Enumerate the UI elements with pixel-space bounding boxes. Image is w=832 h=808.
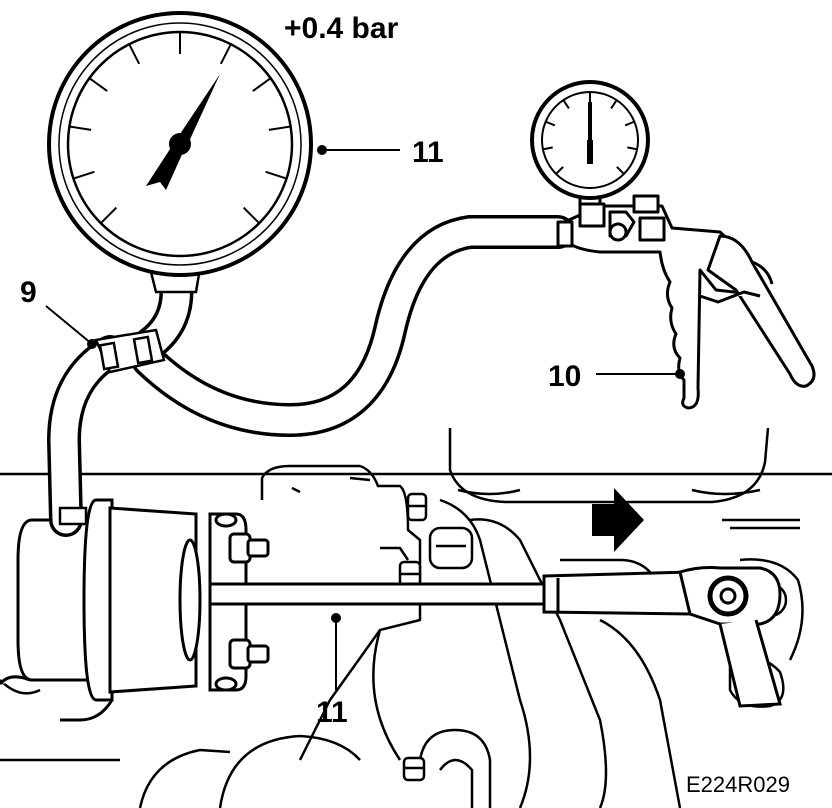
wastegate-actuator	[0, 498, 270, 722]
figure-code: E224R029	[686, 772, 790, 797]
t-connector	[58, 328, 166, 526]
direction-arrow	[592, 488, 644, 552]
callout-9-hose: 9	[20, 276, 37, 309]
gauge-tick	[542, 146, 553, 151]
gauge-needle	[176, 74, 220, 148]
gauge-tick	[268, 125, 291, 131]
gauge-tick	[555, 166, 564, 175]
gauge-tick	[128, 43, 141, 65]
gauge-tick	[545, 120, 556, 127]
engine-background	[0, 427, 832, 808]
callout-10-pump: 10	[548, 360, 581, 393]
gauge-tick	[562, 99, 570, 109]
gauge-tick	[219, 43, 232, 65]
callout-leaders	[45, 145, 685, 690]
callout-11-gauge: 11	[412, 136, 444, 169]
bolt-heads	[398, 492, 474, 782]
gauge-tick	[242, 206, 260, 224]
hose-to-pump	[131, 215, 575, 437]
small-gauge-ticks	[542, 92, 638, 175]
gauge-tick	[265, 170, 287, 180]
callout-11-rod: 11	[316, 696, 348, 729]
pressure-gauge	[47, 11, 313, 294]
gauge-tick	[616, 166, 625, 175]
gauge-tick	[627, 146, 638, 151]
hand-vacuum-pump	[530, 80, 816, 410]
gauge-scale-ticks	[69, 32, 291, 224]
hose-9	[47, 335, 127, 537]
gauge-tick	[88, 77, 108, 92]
gauge-tick	[100, 206, 118, 224]
gauge-tick	[624, 120, 635, 127]
gauge-tick	[73, 170, 95, 180]
gauge-tick	[69, 125, 92, 131]
actuator-rod	[208, 566, 782, 708]
gauge-tick	[610, 99, 618, 109]
pressure-reading-label: +0.4 bar	[284, 12, 399, 45]
gauge-tick	[252, 77, 272, 92]
